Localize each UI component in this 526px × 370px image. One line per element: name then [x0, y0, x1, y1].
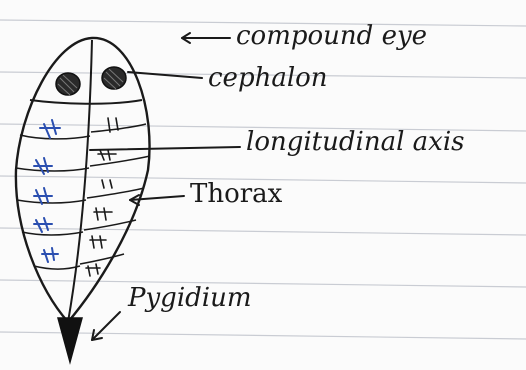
compound-eye-left: [56, 73, 80, 95]
label-pygidium: Pygidium: [127, 283, 252, 313]
compound-eye-right: [102, 67, 126, 89]
label-compound-eye: compound eye: [236, 21, 427, 51]
label-cephalon: cephalon: [208, 63, 328, 93]
label-thorax: Thorax: [190, 179, 283, 209]
cephalon-boundary: [30, 100, 142, 104]
blue-ink-marks: [34, 120, 60, 262]
cephalon-leader: [128, 72, 202, 78]
longitudinal-axis-leader: [90, 147, 240, 150]
trilobite-body-outline: [16, 38, 150, 322]
pygidium-tip: [58, 318, 82, 362]
label-longitudinal-axis: longitudinal axis: [246, 127, 464, 157]
pygidium-leader: [92, 312, 120, 340]
